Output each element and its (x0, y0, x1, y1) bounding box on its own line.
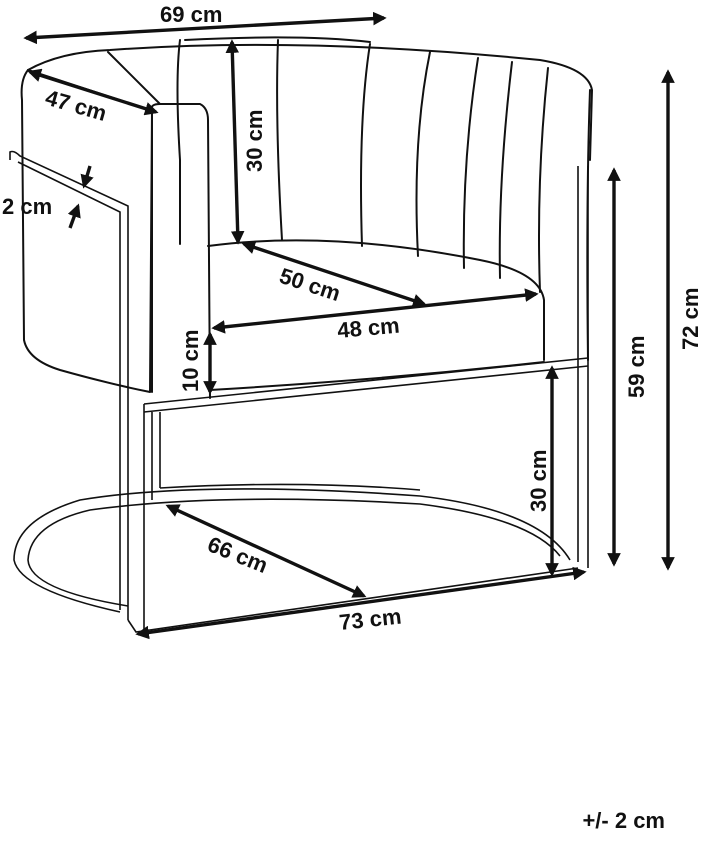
label-seat-height: 59 cm (624, 336, 649, 398)
frame-base-curve (13, 488, 571, 613)
dimension-arrows (23, 11, 675, 640)
frame-front-legs (143, 404, 161, 632)
chair-drawing (9, 36, 593, 633)
arrow-base-width (135, 566, 587, 640)
label-cushion-height: 10 cm (178, 330, 203, 392)
label-overall-height: 72 cm (678, 288, 701, 350)
backrest-channel-1 (276, 39, 283, 241)
frame-top-rail (143, 357, 589, 413)
frame-left-loop (9, 150, 129, 620)
arrow-frame-top (80, 165, 94, 189)
arrow-seat-width (211, 288, 539, 334)
label-seat-depth: 50 cm (276, 263, 343, 306)
tolerance-note: +/- 2 cm (582, 808, 665, 833)
label-overall-width: 69 cm (160, 2, 222, 27)
left-armrest (20, 69, 211, 399)
arrow-base-depth (165, 504, 367, 598)
backrest-inner-rim (107, 36, 371, 245)
label-backrest-height: 30 cm (242, 110, 267, 172)
arrow-overall-width (23, 11, 387, 45)
backrest-channel-6 (538, 67, 549, 293)
backrest-top (27, 43, 593, 161)
label-base-height: 30 cm (526, 450, 551, 512)
label-seat-width: 48 cm (336, 313, 400, 343)
backrest-channel-2 (360, 43, 371, 247)
backrest-channel-4 (462, 57, 479, 269)
label-armrest-depth: 47 cm (43, 85, 110, 126)
backrest-channel-3 (415, 51, 431, 257)
frame-right-post (577, 166, 589, 568)
arrow-frame-bottom (67, 203, 81, 229)
label-frame-thickness: 2 cm (2, 194, 52, 219)
arrow-backrest-height (225, 39, 245, 245)
label-base-width: 73 cm (338, 604, 403, 635)
backrest-channel-5 (498, 61, 513, 279)
arrow-armrest-depth (27, 68, 159, 116)
